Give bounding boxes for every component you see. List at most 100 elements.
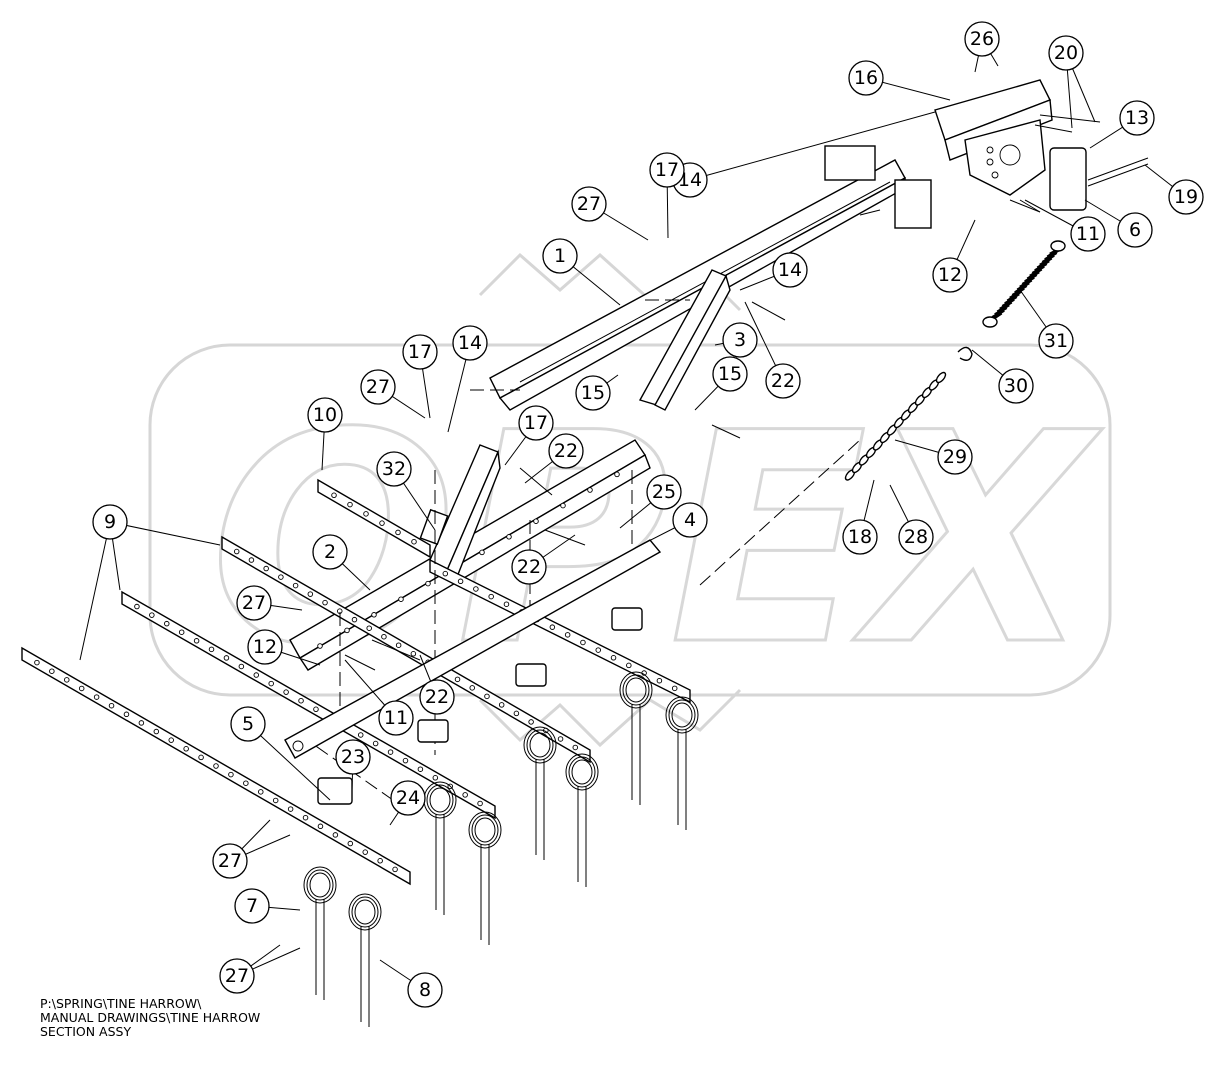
bar-hole (331, 492, 337, 499)
callout-19: 19 (1168, 179, 1204, 215)
callout-label: 17 (408, 341, 432, 363)
callout-26: 26 (964, 21, 1000, 57)
callout-label: 17 (524, 412, 548, 434)
callout-label: 9 (104, 511, 116, 533)
callout-label: 27 (225, 965, 249, 987)
callout-label: 32 (382, 458, 406, 480)
callout-label: 29 (943, 446, 967, 468)
bar-hole (93, 694, 100, 700)
bar-hole (317, 823, 324, 830)
connector-bar (284, 539, 662, 759)
bar-hole (479, 549, 485, 556)
bar-hole (283, 689, 289, 695)
callout-label: 28 (904, 526, 928, 548)
callout-label: 23 (341, 746, 365, 768)
callout-9: 9 (92, 504, 128, 540)
callout-18: 18 (842, 519, 878, 555)
callout-label: 11 (1076, 223, 1100, 245)
bar-hole (656, 677, 663, 684)
callout-12: 12 (932, 257, 968, 293)
callout-11: 11 (378, 700, 414, 736)
bar-hole (347, 840, 354, 847)
callout-14: 14 (772, 252, 808, 288)
bar-hole (462, 792, 468, 798)
tine-clamps (317, 607, 643, 805)
note-line-2: MANUAL DRAWINGS\TINE HARROW (40, 1010, 261, 1025)
tine (348, 893, 382, 1027)
bar-hole (238, 663, 245, 670)
callout-30: 30 (998, 368, 1034, 404)
bar-hole (198, 754, 204, 761)
callout-5: 5 (230, 706, 266, 742)
bar-hole (503, 601, 510, 607)
bar-hole (253, 672, 260, 678)
callout-label: 31 (1044, 330, 1068, 352)
callout-label: 22 (554, 440, 578, 462)
bar-hole (263, 565, 269, 572)
bar-hole (344, 627, 350, 634)
bar-hole (347, 501, 353, 508)
callout-11: 11 (1070, 216, 1106, 252)
callout-1: 1 (542, 238, 578, 274)
callout-label: 27 (242, 592, 266, 614)
bar-hole (469, 685, 475, 691)
callout-8: 8 (407, 972, 443, 1008)
bar-hole (223, 655, 230, 661)
bar-hole (317, 643, 323, 649)
chain-link (935, 371, 947, 384)
bar-hole (402, 757, 409, 764)
callout-32: 32 (376, 451, 412, 487)
bar-hole (488, 593, 494, 600)
bar-hole (332, 832, 339, 838)
bar-hole (49, 668, 55, 674)
callout-leader (247, 723, 331, 801)
note-line-3: SECTION ASSY (40, 1024, 132, 1039)
bar-hole (149, 612, 155, 618)
callout-label: 27 (577, 193, 601, 215)
callout-27: 27 (212, 843, 248, 879)
bar-hole (272, 797, 279, 804)
callout-label: 8 (419, 979, 431, 1001)
callout-label: 19 (1174, 186, 1198, 208)
callout-27: 27 (571, 186, 607, 222)
callout-27: 27 (219, 958, 255, 994)
callout-label: 2 (324, 541, 336, 563)
callout-25: 25 (646, 474, 682, 510)
callout-label: 6 (1129, 219, 1141, 241)
tension-spring (982, 240, 1066, 328)
drawing-file-path-note: P:\SPRING\TINE HARROW\ MANUAL DRAWINGS\T… (40, 997, 260, 1039)
bar-hole (213, 763, 219, 769)
bar-hole (533, 518, 539, 524)
bar-hole (411, 538, 417, 545)
callout-label: 17 (655, 159, 679, 181)
bar-hole (473, 586, 479, 592)
bar-hole (362, 849, 368, 855)
bar-hole (432, 775, 439, 781)
bar-hole (134, 603, 140, 610)
callout-4: 4 (672, 502, 708, 538)
bar-hole (513, 710, 520, 717)
tine (468, 811, 502, 945)
bar-hole (587, 487, 593, 493)
callout-31: 31 (1038, 323, 1074, 359)
tine-bar (429, 558, 691, 704)
s-hook (957, 346, 973, 361)
bar-hole (557, 736, 564, 742)
bar-hole (477, 800, 483, 807)
callout-3: 3 (722, 322, 758, 358)
spring-tines (303, 671, 699, 1027)
bar-hole (287, 806, 294, 812)
bar-hole (357, 732, 364, 738)
bar-hole (153, 728, 160, 735)
callout-label: 22 (771, 370, 795, 392)
adjustment-chain (844, 371, 947, 481)
bar-hole (292, 582, 299, 589)
bar-hole (506, 534, 512, 540)
callout-label: 15 (718, 363, 742, 385)
bar-hole (228, 771, 234, 778)
tine (523, 726, 557, 860)
callout-27: 27 (236, 585, 272, 621)
callout-label: 3 (734, 329, 746, 351)
bar-hole (454, 676, 461, 683)
callout-label: 7 (246, 895, 258, 917)
